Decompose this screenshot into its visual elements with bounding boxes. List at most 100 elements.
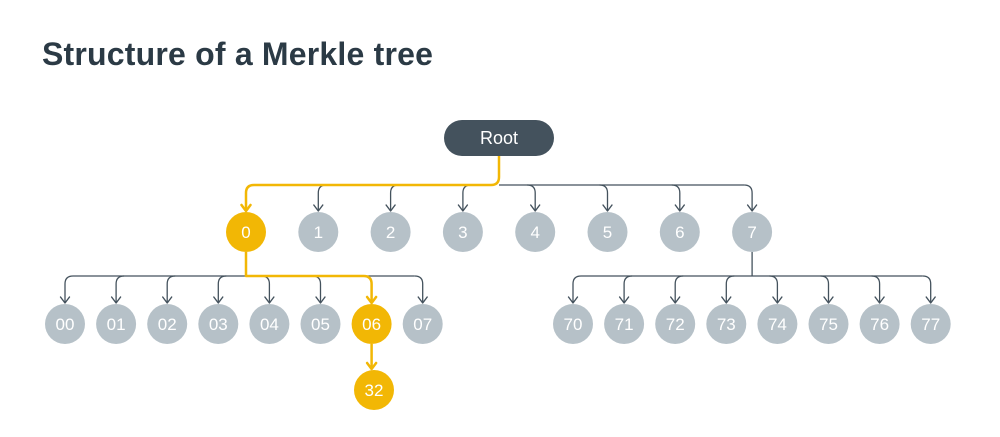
edge-0-to-06-arrowhead xyxy=(365,295,378,305)
level2-node-05-circle xyxy=(300,304,341,344)
level2-node-74: 74 xyxy=(757,304,798,344)
edge-root-to-0-highlight xyxy=(244,154,501,211)
edge-0-to-05-arrowhead xyxy=(315,296,326,304)
edge-0-to-07-arrowhead xyxy=(417,296,428,304)
level2-node-77-circle xyxy=(910,304,951,344)
level1-node-5-circle xyxy=(587,212,628,252)
level1-node-7: 7 xyxy=(732,212,773,252)
edge-root-to-1-arrowhead xyxy=(313,204,324,212)
level2-node-01: 01 xyxy=(96,304,137,344)
level2-node-07-circle xyxy=(402,304,443,344)
level1-node-5: 5 xyxy=(587,212,628,252)
edge-7-to-75-arrowhead xyxy=(823,296,834,304)
edge-7-to-76-arrowhead xyxy=(874,296,885,304)
level1-node-4-label: 4 xyxy=(530,223,539,242)
edge-0-to-01 xyxy=(115,275,125,303)
level2-node-76-circle xyxy=(859,304,900,344)
edge-7-to-76 xyxy=(871,275,881,303)
edge-root-to-2 xyxy=(389,184,399,211)
level2-node-72-label: 72 xyxy=(666,315,685,334)
edge-7-to-70 xyxy=(572,275,582,303)
edge-7-to-73 xyxy=(725,275,735,303)
edge-0-to-00 xyxy=(64,275,74,303)
edge-0-to-01-arrowhead xyxy=(110,296,122,304)
page-title: Structure of a Merkle tree xyxy=(42,36,434,72)
edge-0-to-06-highlight xyxy=(244,252,373,303)
level2-node-77: 77 xyxy=(910,304,951,344)
level3-node-32-circle xyxy=(354,370,394,410)
level2-node-04-circle xyxy=(249,304,290,344)
edge-root-to-3 xyxy=(462,184,471,211)
level3-node-32: 32 xyxy=(354,370,394,410)
level2-node-76: 76 xyxy=(859,304,900,344)
edge-7-to-70-arrowhead xyxy=(567,296,579,304)
edge-root-to-5 xyxy=(599,184,609,211)
root-node: Root xyxy=(444,120,554,156)
edge-7-to-73-arrowhead xyxy=(721,296,732,304)
edge-0-to-02-arrowhead xyxy=(162,296,173,304)
level2-node-74-circle xyxy=(757,304,798,344)
level2-node-71-circle xyxy=(604,304,645,344)
root-node-label: Root xyxy=(480,128,518,148)
level1-node-1-circle xyxy=(298,212,339,252)
edge-root-to-4-arrowhead xyxy=(530,204,541,212)
level2-node-03-label: 03 xyxy=(209,315,228,334)
level2-node-07-label: 07 xyxy=(413,315,432,334)
edge-0-to-03 xyxy=(217,275,227,303)
edge-7-to-71-arrowhead xyxy=(618,296,630,304)
level1-node-6-label: 6 xyxy=(675,223,684,242)
level1-node-3-label: 3 xyxy=(458,223,467,242)
root-node-pill xyxy=(444,120,554,156)
level2-node-70: 70 xyxy=(553,304,593,344)
level1-node-4-circle xyxy=(515,212,556,252)
level1-node-6-circle xyxy=(659,212,700,252)
level1-node-1: 1 xyxy=(298,212,339,252)
level2-node-06-label: 06 xyxy=(362,315,381,334)
level2-node-71-label: 71 xyxy=(615,315,634,334)
edge-7-to-72-arrowhead xyxy=(670,296,681,304)
edge-root-to-4 xyxy=(527,184,536,211)
level2-node-00-circle xyxy=(45,304,85,344)
level1-node-0: 0 xyxy=(226,212,266,252)
edge-root-to-2-arrowhead xyxy=(385,204,396,212)
edge-0-to-00-arrowhead xyxy=(59,296,71,304)
level1-node-4: 4 xyxy=(515,212,556,252)
edge-root-to-0-arrowhead xyxy=(240,203,252,213)
edge-7-to-77-arrowhead xyxy=(925,296,936,304)
level1-node-2-label: 2 xyxy=(386,223,395,242)
level1-node-3: 3 xyxy=(442,212,483,252)
level2-node-70-label: 70 xyxy=(564,315,583,334)
edge-0-to-02 xyxy=(166,275,176,303)
level1-node-0-circle xyxy=(226,212,266,252)
edge-7-to-74-arrowhead xyxy=(772,296,783,304)
level3-node-32-label: 32 xyxy=(365,381,384,400)
level2-node-01-circle xyxy=(96,304,137,344)
level2-node-75-circle xyxy=(808,304,849,344)
level2-node-04-label: 04 xyxy=(260,315,279,334)
edge-0-to-04 xyxy=(261,275,271,303)
level2-node-72: 72 xyxy=(655,304,696,344)
edge-7-to-74 xyxy=(769,275,779,303)
level2-node-73-label: 73 xyxy=(717,315,736,334)
level1-node-7-label: 7 xyxy=(747,223,756,242)
level2-node-71: 71 xyxy=(604,304,645,344)
level2-node-00: 00 xyxy=(45,304,85,344)
level2-node-75: 75 xyxy=(808,304,849,344)
level2-node-03-circle xyxy=(198,304,239,344)
level2-node-73-circle xyxy=(706,304,747,344)
edge-root-to-1 xyxy=(317,184,327,211)
edge-7-to-77 xyxy=(922,275,932,303)
edge-root-to-3-arrowhead xyxy=(457,204,469,212)
level2-node-06-circle xyxy=(351,304,392,344)
edge-7-to-71 xyxy=(623,275,633,303)
level1-node-6: 6 xyxy=(659,212,700,252)
level1-node-2-circle xyxy=(370,212,411,252)
level1-node-5-label: 5 xyxy=(603,223,612,242)
edge-root-to-6-arrowhead xyxy=(674,204,685,212)
level2-node-06: 06 xyxy=(351,304,392,344)
level2-node-74-label: 74 xyxy=(768,315,787,334)
level1-node-1-label: 1 xyxy=(314,223,323,242)
edge-root-to-5-arrowhead xyxy=(602,204,613,212)
